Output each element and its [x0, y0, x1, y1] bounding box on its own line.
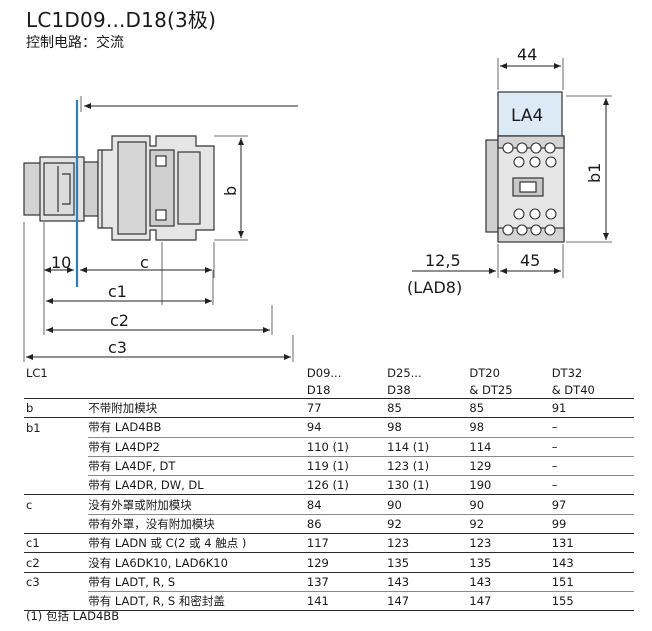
dimensions-table: LC1 D09... D25... DT20 DT32 D18 D38 & DT…: [24, 364, 634, 612]
dimension-drawing: 10 c b c1 c2 c3 LA4 44 b1 12,5 (LAD8) 4: [23, 45, 612, 362]
dim-lad8-label: (LAD8): [407, 278, 462, 297]
dim-c-label: c: [140, 253, 149, 272]
dim-b1-label: b1: [585, 163, 604, 183]
dim-10-label: 10: [51, 253, 71, 272]
dim-b-label: b: [221, 186, 240, 196]
dim-c3-label: c3: [108, 338, 127, 357]
terminal-screws: [502, 142, 557, 236]
table-header-row: D18 D38 & DT25 & DT40: [306, 382, 595, 397]
dim-c2-label: c2: [110, 311, 129, 330]
dim-44-label: 44: [517, 45, 537, 64]
page-title: LC1D09...D18(3极): [26, 8, 217, 32]
contactor-side-view: [23, 135, 215, 241]
la4-label: LA4: [511, 106, 543, 126]
dim-45-label: 45: [520, 251, 540, 270]
footnote: (1) 包括 LAD4BB: [26, 609, 120, 623]
dim-12-5-label: 12,5: [425, 251, 461, 270]
table-header-row: LC1 D09... D25... DT20 DT32: [26, 365, 583, 380]
dim-c1-label: c1: [108, 282, 127, 301]
page-subtitle: 控制电路：交流: [26, 35, 124, 51]
